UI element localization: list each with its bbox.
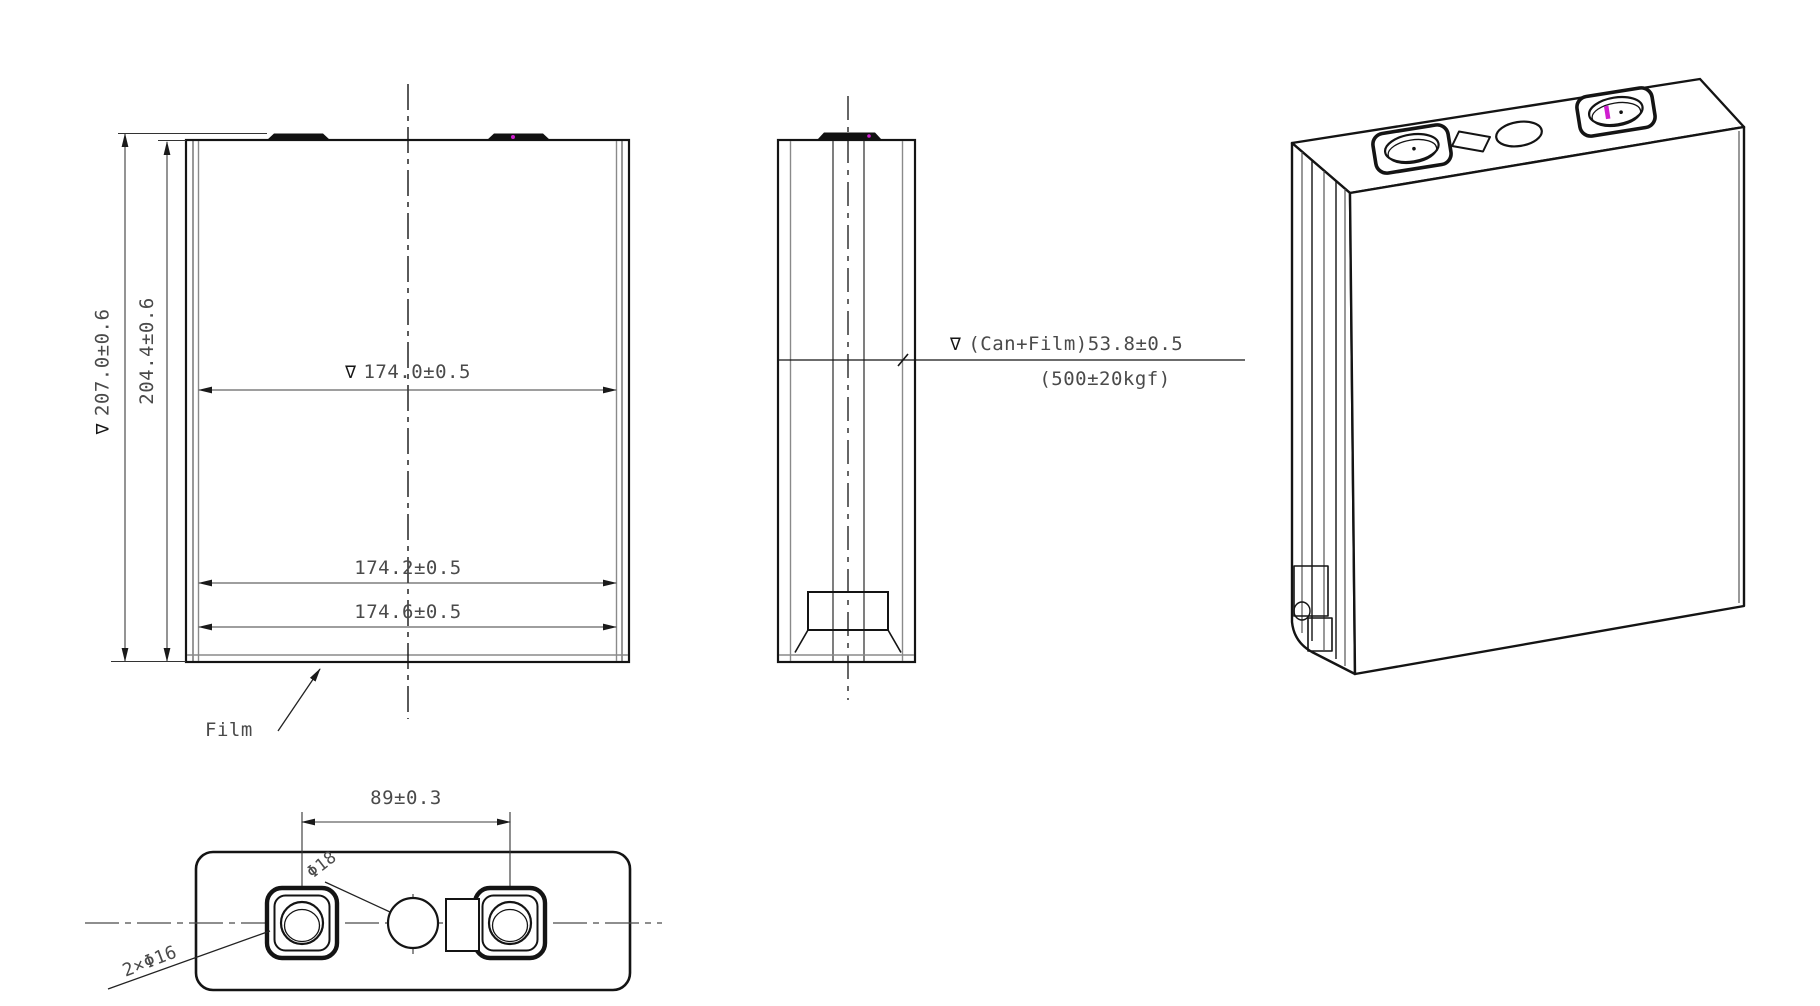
thickness-tick [897, 353, 909, 367]
dim-value-height-total: 207.0±0.6 [91, 308, 114, 417]
side-fold-diagonal-left [794, 629, 809, 653]
dim-value-width-top: 174.0±0.5 [363, 361, 471, 383]
dim-value-height-can: 204.4±0.6 [136, 297, 158, 405]
terminal-diameter-leader [107, 930, 271, 990]
dim-value-width-bot: 174.6±0.5 [354, 601, 462, 623]
front-terminal-negative [267, 133, 330, 140]
bottom-view [85, 812, 662, 992]
iso-terminal-positive [1575, 86, 1657, 138]
front-view [111, 84, 631, 732]
dim-label-width-mid: 174.2±0.5 [328, 556, 488, 580]
iso-positive-mark [1603, 105, 1611, 120]
bottom-terminal-negative [264, 885, 340, 961]
side-bottom-fold-rect [807, 591, 889, 631]
dim-label-force: (500±20kgf) [985, 367, 1225, 391]
dim-label-height-can: 204.4±0.6 [135, 281, 159, 421]
iso-vent [1495, 120, 1543, 148]
front-positive-mark [511, 135, 515, 139]
side-terminal-bump [817, 132, 882, 140]
side-fold-diagonal-right [887, 629, 902, 653]
dim-value-force: (500±20kgf) [1039, 368, 1171, 390]
isometric-view [1290, 77, 1746, 676]
dim-value-width-mid: 174.2±0.5 [354, 557, 462, 579]
dim-label-terminal-pitch: 89±0.3 [326, 786, 486, 810]
dim-label-thickness: ∇ (Can+Film)53.8±0.5 [950, 332, 1183, 357]
film-leader-line [277, 668, 321, 732]
dim-label-height-total: ∇ 207.0±0.6 [91, 292, 116, 452]
dim-label-width-bot: 174.6±0.5 [328, 600, 488, 624]
surface-finish-icon: ∇ [345, 362, 357, 383]
side-positive-mark [867, 134, 871, 138]
dim-value-terminal-pitch: 89±0.3 [370, 787, 442, 809]
iso-corner-wrap-lower [1307, 617, 1333, 652]
surface-finish-icon: ∇ [92, 423, 114, 435]
side-can-outline [776, 138, 917, 664]
front-terminal-positive [487, 133, 550, 140]
iso-terminal-negative [1371, 123, 1453, 175]
bottom-vent [386, 896, 440, 950]
film-label-text: Film [205, 719, 253, 741]
film-label: Film [205, 718, 253, 742]
iso-corner-wrap-upper [1293, 565, 1329, 617]
bottom-terminal-positive [472, 885, 548, 961]
dim-value-thickness: (Can+Film)53.8±0.5 [968, 333, 1184, 355]
side-view [776, 96, 1245, 700]
iso-front-face [1348, 125, 1746, 676]
bottom-square-feature [445, 898, 480, 952]
surface-finish-icon: ∇ [950, 334, 962, 355]
vent-diameter-leader [324, 881, 391, 913]
dim-label-width-top: ∇ 174.0±0.5 [293, 360, 523, 385]
iso-corner-wrap-circle [1293, 601, 1311, 621]
iso-top-square-feature [1451, 130, 1491, 153]
